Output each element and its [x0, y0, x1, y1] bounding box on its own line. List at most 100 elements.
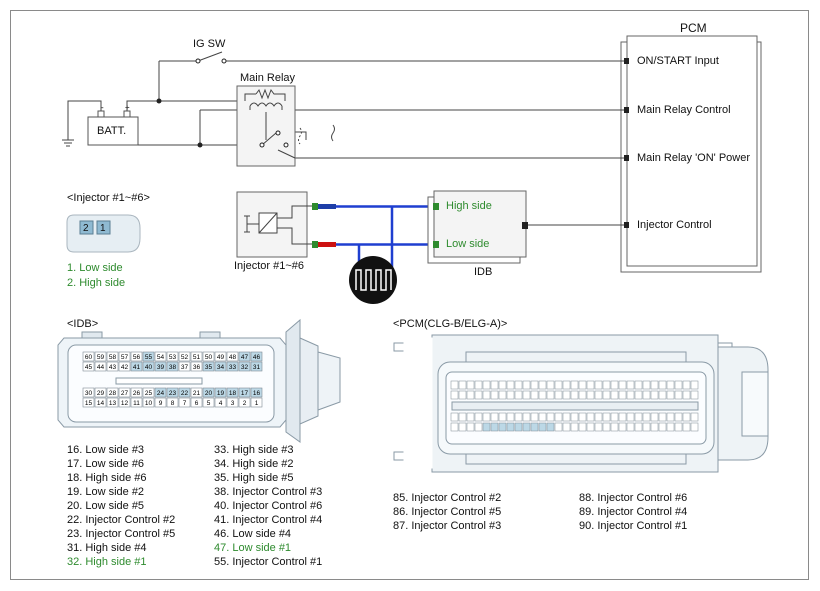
- pcm-pin-cell: [650, 390, 659, 400]
- idb-pin-cell: [214, 387, 227, 398]
- legend-item: 87. Injector Control #3: [393, 520, 502, 532]
- idb-pin-cell: [226, 361, 239, 372]
- legend-item: 90. Injector Control #1: [579, 520, 688, 532]
- idb-pin-number: 60: [85, 354, 93, 361]
- legend-item: 86. Injector Control #5: [393, 506, 502, 518]
- legend-item: 33. High side #3: [214, 444, 294, 456]
- idb-pin-number: 32: [241, 364, 249, 371]
- legend-item: 88. Injector Control #6: [579, 492, 688, 504]
- pcm-pin-cell: [562, 390, 571, 400]
- idb-pin-cell: [130, 387, 143, 398]
- idb-pin-cell: [130, 351, 143, 362]
- pcm-pin-cell: [450, 412, 459, 422]
- idb-pin-number: 58: [109, 354, 117, 361]
- pcm-pin-cell: [490, 412, 499, 422]
- pcm-pin-cell: [458, 390, 467, 400]
- idb-pin-number: 23: [169, 390, 177, 397]
- idb-pin-number: 1: [255, 400, 259, 407]
- pcm-pin-cell: [586, 380, 595, 390]
- idb-pin-cell: [82, 397, 95, 408]
- idb-pin-cell: [214, 361, 227, 372]
- idb-pin-cell: [154, 351, 167, 362]
- idb-pin-number: 27: [121, 390, 129, 397]
- idb-pin-cell: [130, 397, 143, 408]
- injector-label: Injector #1~#6: [234, 260, 305, 272]
- idb-pin-number: 8: [171, 400, 175, 407]
- idb-pin-cell: [178, 387, 191, 398]
- pcm-pin-cell: [642, 390, 651, 400]
- idb-pin-number: 30: [85, 390, 93, 397]
- idb-pin-number: 59: [97, 354, 105, 361]
- pcm-pin-cell: [634, 390, 643, 400]
- idb-pin-cell: [142, 387, 155, 398]
- idb-pin-cell: [190, 397, 203, 408]
- pcm-pin-cell: [666, 422, 675, 432]
- idb-pin-number: 46: [253, 354, 261, 361]
- pcm-pin-cell: [658, 412, 667, 422]
- idb-pin-cell: [142, 361, 155, 372]
- pcm-pin-cell: [618, 422, 627, 432]
- pcm-pin-cell: [458, 380, 467, 390]
- injector-legend-1: 1. Low side: [67, 262, 123, 274]
- idb-pin-number: 6: [195, 400, 199, 407]
- idb-pin-number: 5: [207, 400, 211, 407]
- pcm-pin-cell: [618, 412, 627, 422]
- idb-pin-cell: [82, 351, 95, 362]
- idb-pin-cell: [130, 361, 143, 372]
- pcm-pin-cell: [538, 390, 547, 400]
- legend-item: 40. Injector Control #6: [214, 500, 323, 512]
- idb-pin-cell: [190, 351, 203, 362]
- idb-pin-cell: [226, 387, 239, 398]
- pcm-pin-cell: [466, 412, 475, 422]
- pcm-pin-cell: [642, 380, 651, 390]
- pcm-pin-cell: [514, 422, 523, 432]
- pcm-pin-cell: [570, 412, 579, 422]
- legend-item: 32. High side #1: [67, 556, 147, 568]
- main-relay-label: Main Relay: [240, 72, 296, 84]
- legend-item: 38. Injector Control #3: [214, 486, 323, 498]
- pcm-pin-cell: [562, 422, 571, 432]
- idb-pin-cell: [178, 351, 191, 362]
- legend-item: 41. Injector Control #4: [214, 514, 323, 526]
- pcm-pin-cell: [458, 422, 467, 432]
- pcm-pin-cell: [554, 422, 563, 432]
- idb-pin-number: 20: [205, 390, 213, 397]
- idb-pin-cell: [190, 387, 203, 398]
- idb-pin-number: 45: [85, 364, 93, 371]
- pcm-pin-cell: [506, 380, 515, 390]
- pcm-pin-cell: [538, 412, 547, 422]
- idb-pin-cell: [106, 351, 119, 362]
- pcm-pin-cell: [642, 422, 651, 432]
- svg-text:-: -: [101, 103, 104, 112]
- idb-pin-number: 39: [157, 364, 165, 371]
- pcm-pin-cell: [634, 412, 643, 422]
- legend-item: 16. Low side #3: [67, 444, 145, 456]
- pcm-pin-cell: [634, 422, 643, 432]
- pcm-pin-cell: [618, 380, 627, 390]
- pcm-pin-cell: [610, 422, 619, 432]
- idb-pin-cell: [166, 351, 179, 362]
- idb-pin-number: 51: [193, 354, 201, 361]
- pcm-pin-cell: [482, 412, 491, 422]
- pcm-pin-cell: [546, 422, 555, 432]
- pcm-pin-cell: [506, 422, 515, 432]
- pcm-pin-cell: [450, 380, 459, 390]
- pcm-pin-cell: [610, 380, 619, 390]
- legend-item: 22. Injector Control #2: [67, 514, 176, 526]
- legend-item: 46. Low side #4: [214, 528, 292, 540]
- idb-pin-cell: [202, 351, 215, 362]
- idb-pin-number: 49: [217, 354, 225, 361]
- legend-item: 18. High side #6: [67, 472, 147, 484]
- idb-pin-number: 55: [145, 354, 153, 361]
- pcm-pin-cell: [666, 412, 675, 422]
- pcm-pin-cell: [578, 380, 587, 390]
- pcm-pin-injector-control: Injector Control: [637, 219, 712, 231]
- pcm-pin-cell: [602, 422, 611, 432]
- pcm-pin-cell: [538, 422, 547, 432]
- pcm-pin-cell: [658, 390, 667, 400]
- pcm-pin-cell: [642, 412, 651, 422]
- pcm-pin-cell: [578, 422, 587, 432]
- idb-pin-cell: [226, 397, 239, 408]
- idb-pin-number: 43: [109, 364, 117, 371]
- idb-pin-cell: [94, 361, 107, 372]
